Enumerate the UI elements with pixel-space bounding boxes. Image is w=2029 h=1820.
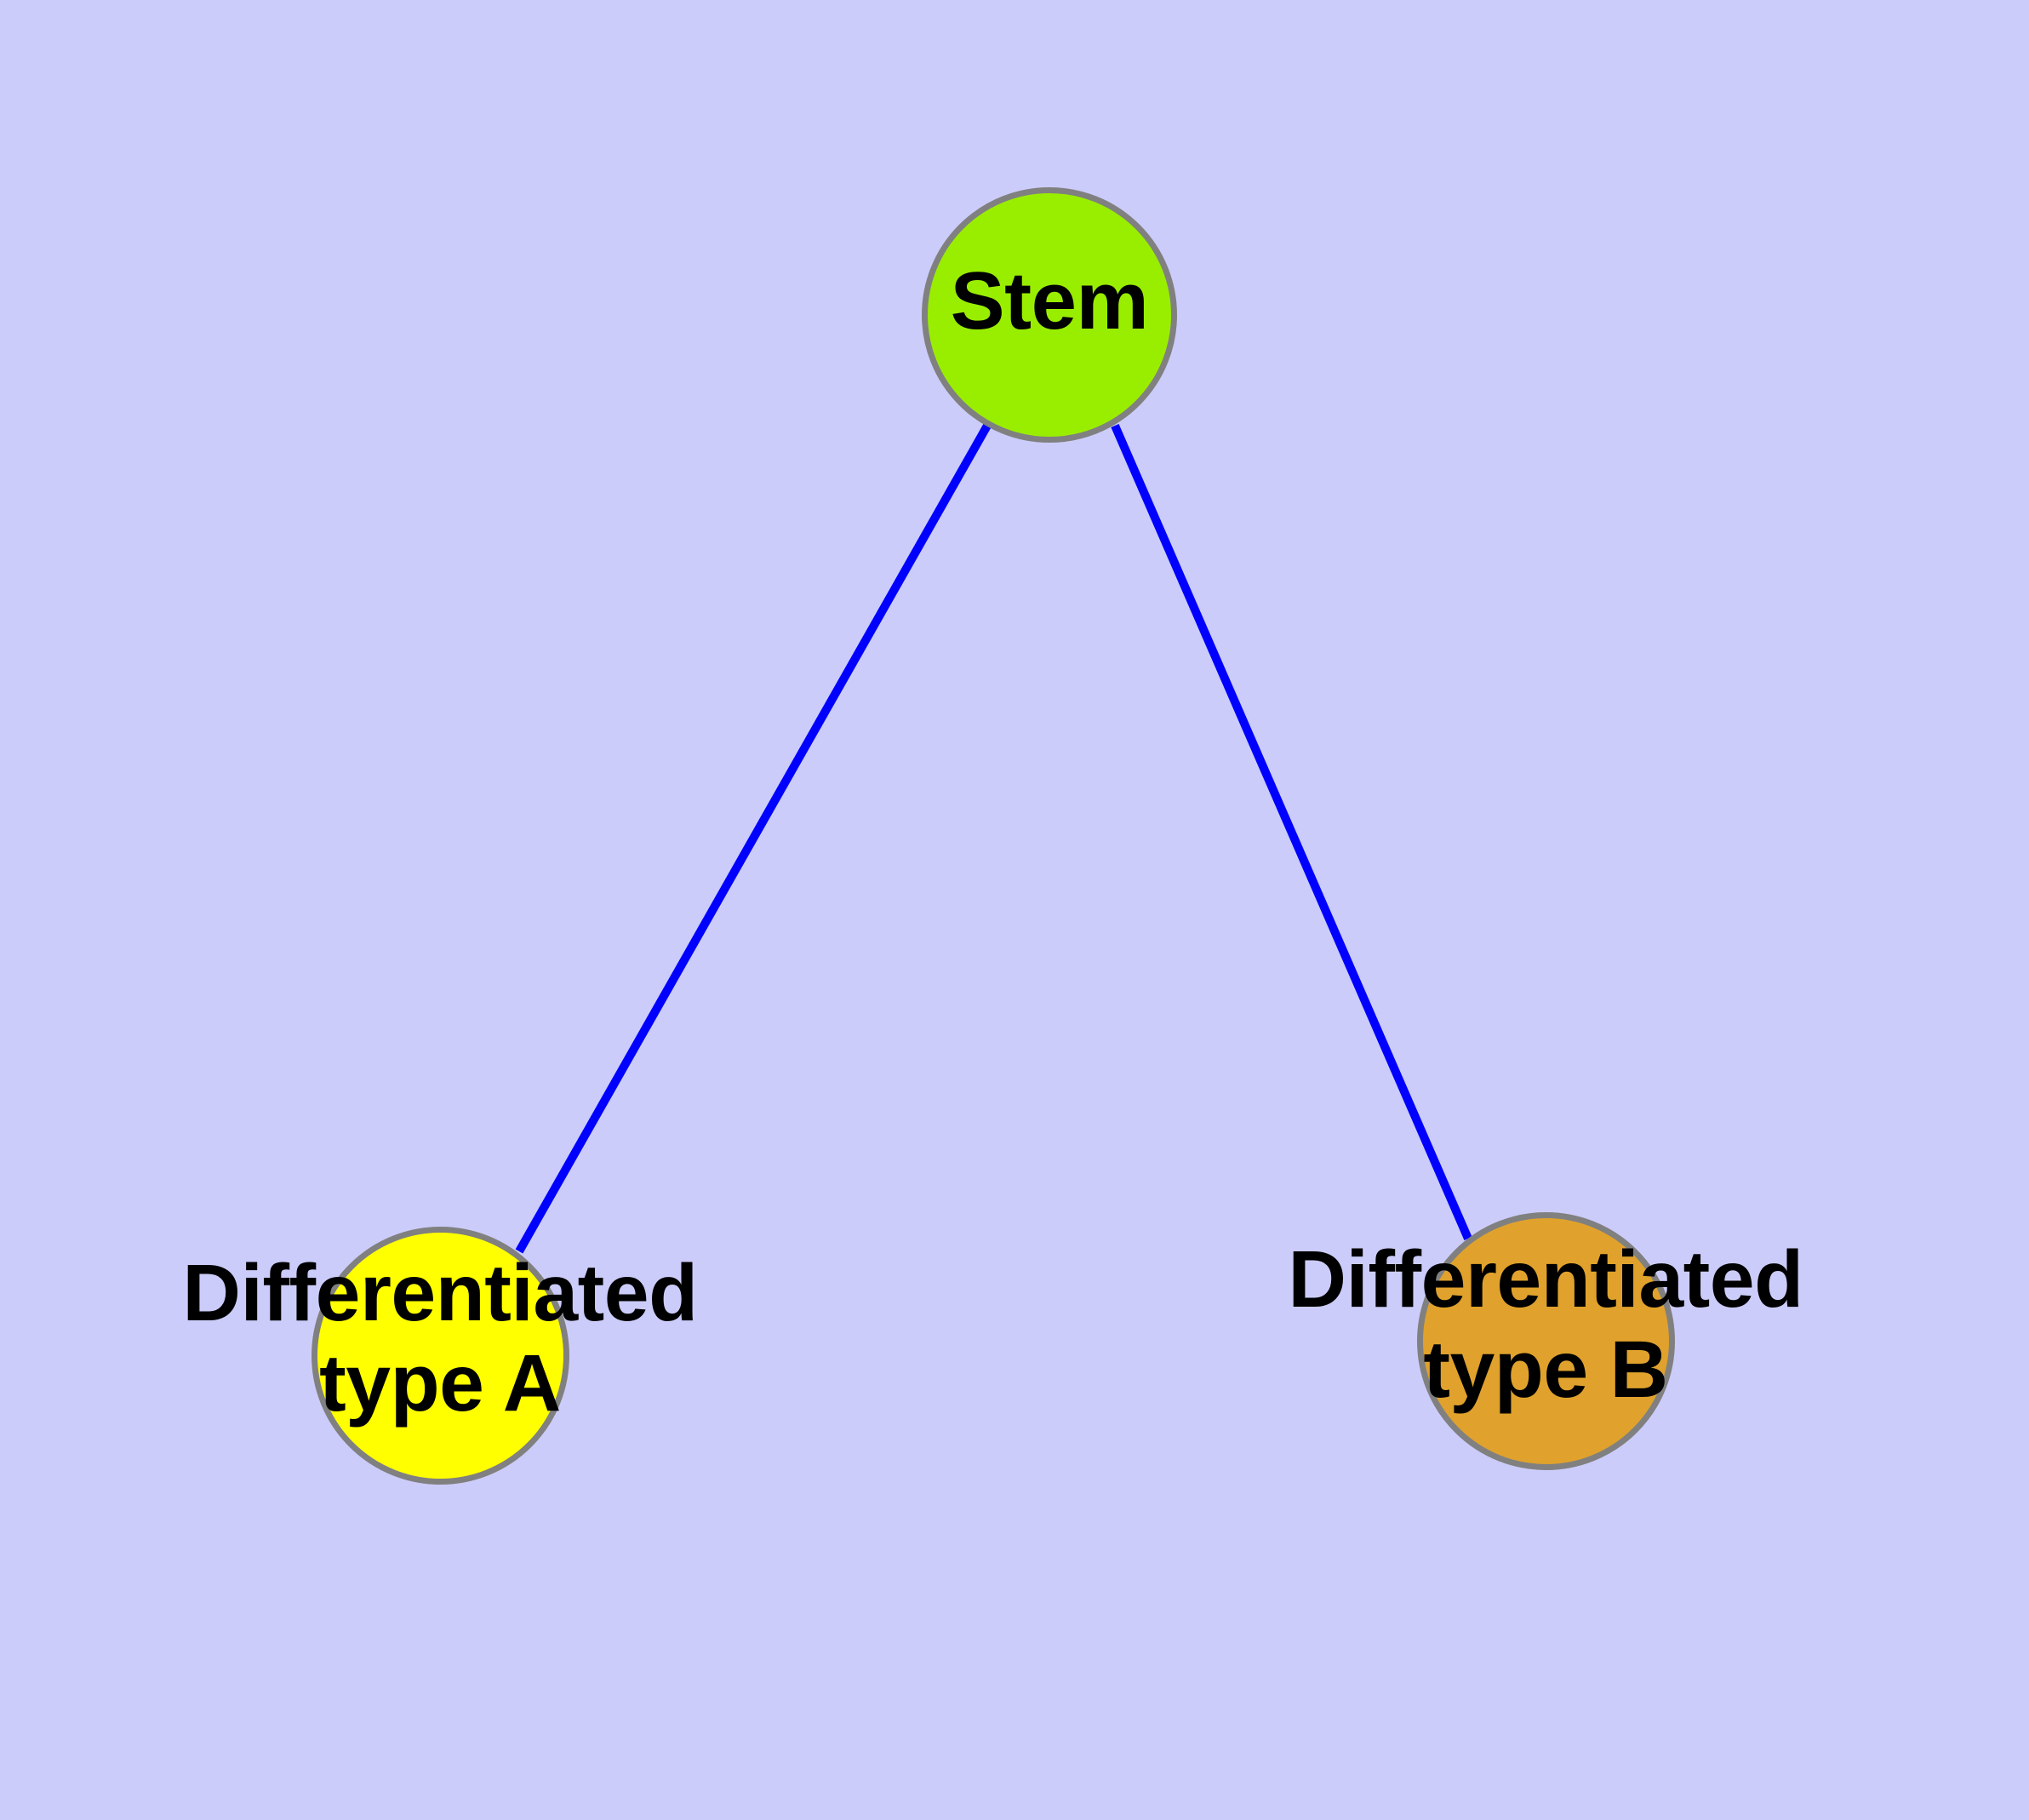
node-differentiated-type-b[interactable] xyxy=(1417,1212,1675,1470)
edge-stem-to-differentiated-type-a[interactable] xyxy=(515,423,992,1254)
node-differentiated-type-a[interactable] xyxy=(311,1227,569,1485)
edge-stem-to-differentiated-type-b[interactable] xyxy=(1111,424,1472,1240)
node-stem[interactable] xyxy=(922,187,1177,443)
